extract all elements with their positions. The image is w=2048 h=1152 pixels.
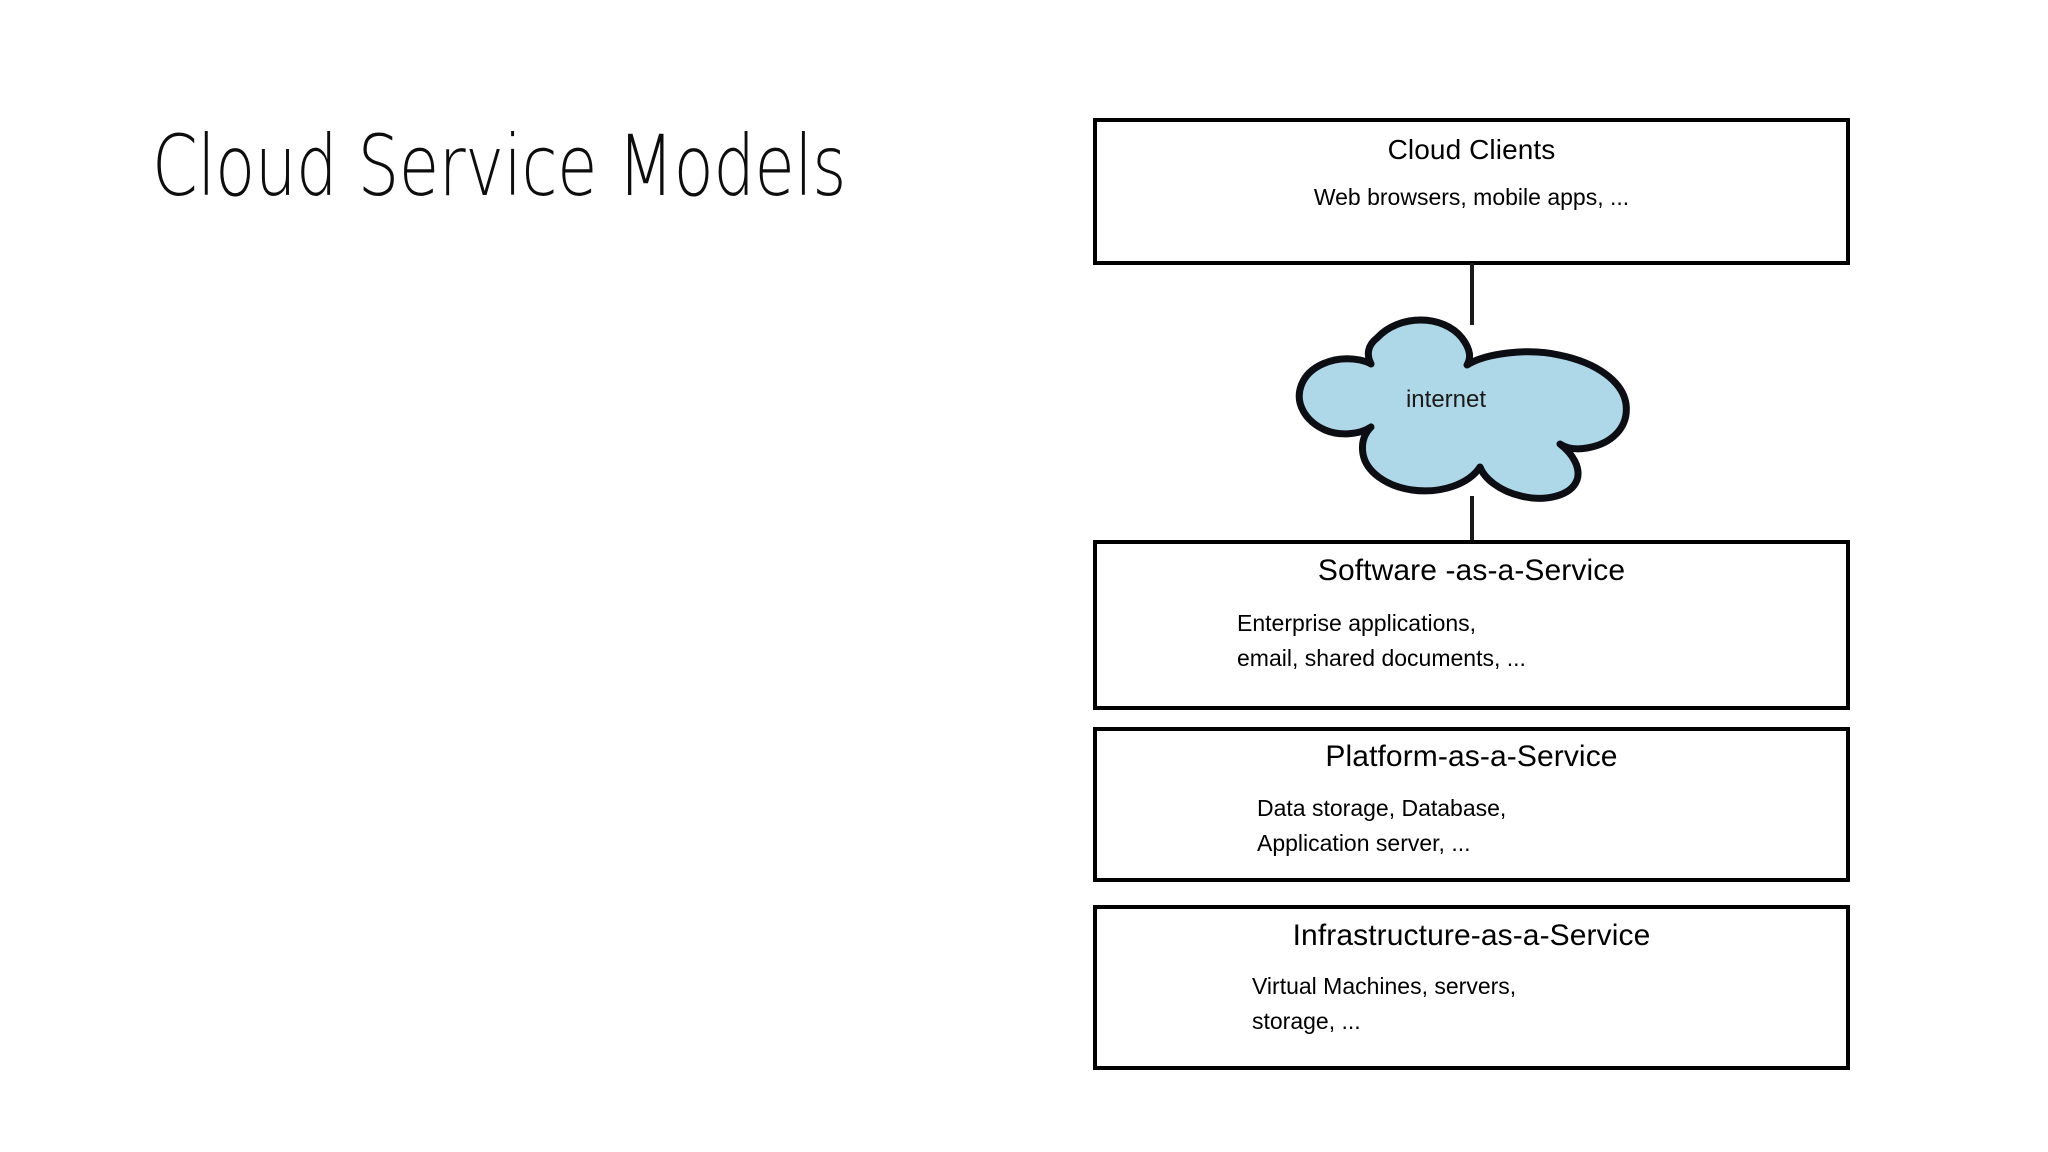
box-subtitle-saas: Enterprise applications, email, shared d… xyxy=(1237,610,1526,671)
diagram-box-paas[interactable]: Platform-as-a-Service Data storage, Data… xyxy=(1093,727,1850,882)
connector-line-clients-to-internet xyxy=(1470,263,1474,325)
diagram-box-cloud-clients[interactable]: Cloud Clients Web browsers, mobile apps,… xyxy=(1093,118,1850,265)
connector-line-internet-to-saas xyxy=(1470,496,1474,544)
diagram-box-saas[interactable]: Software -as-a-Service Enterprise applic… xyxy=(1093,540,1850,710)
box-subtitle-iaas: Virtual Machines, servers, storage, ... xyxy=(1252,973,1517,1034)
diagram-box-iaas[interactable]: Infrastructure-as-a-Service Virtual Mach… xyxy=(1093,905,1850,1070)
cloud-label-internet: internet xyxy=(1405,386,1487,413)
box-subtitle-paas: Data storage, Database, Application serv… xyxy=(1257,795,1507,856)
box-title-saas: Software -as-a-Service xyxy=(1317,554,1626,587)
box-title-cloud-clients: Cloud Clients xyxy=(1387,134,1556,165)
cloud-service-models-diagram: Cloud Clients Web browsers, mobile apps,… xyxy=(1085,108,1875,1088)
cloud-icon xyxy=(1295,316,1630,502)
box-title-paas: Platform-as-a-Service xyxy=(1325,740,1618,773)
page-title: Cloud Service Models xyxy=(152,117,847,215)
box-title-iaas: Infrastructure-as-a-Service xyxy=(1292,919,1651,952)
internet-cloud[interactable]: internet xyxy=(1281,308,1651,503)
box-subtitle-cloud-clients: Web browsers, mobile apps, ... xyxy=(1313,184,1630,210)
